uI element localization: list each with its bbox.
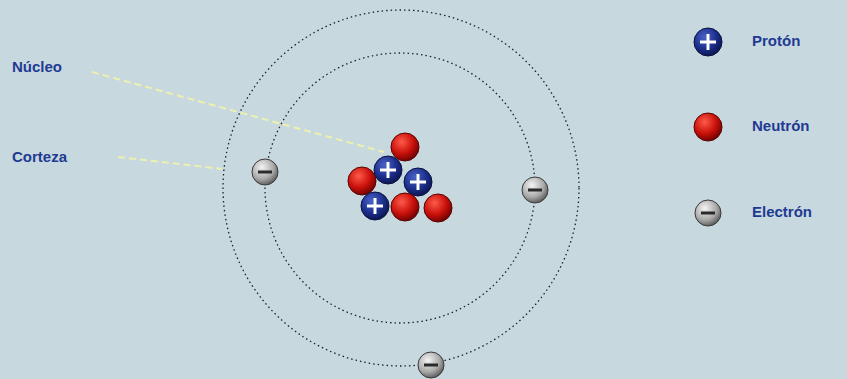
legend-label: Protón (752, 32, 800, 50)
part-label: Corteza (12, 148, 67, 166)
nucleus (348, 133, 452, 222)
electron (522, 177, 548, 203)
electron (418, 352, 444, 378)
leader-line (118, 157, 222, 169)
legend-neutron-sample (694, 113, 722, 141)
leader-line (92, 72, 384, 152)
legend-electron-sample (695, 200, 721, 226)
electron (252, 159, 278, 185)
outer-orbit (223, 10, 579, 366)
part-label: Núcleo (12, 58, 62, 76)
legend-label: Neutrón (752, 117, 810, 135)
legend-label: Electrón (752, 203, 812, 221)
legend-proton-sample (694, 28, 722, 56)
inner-orbit (265, 53, 535, 323)
